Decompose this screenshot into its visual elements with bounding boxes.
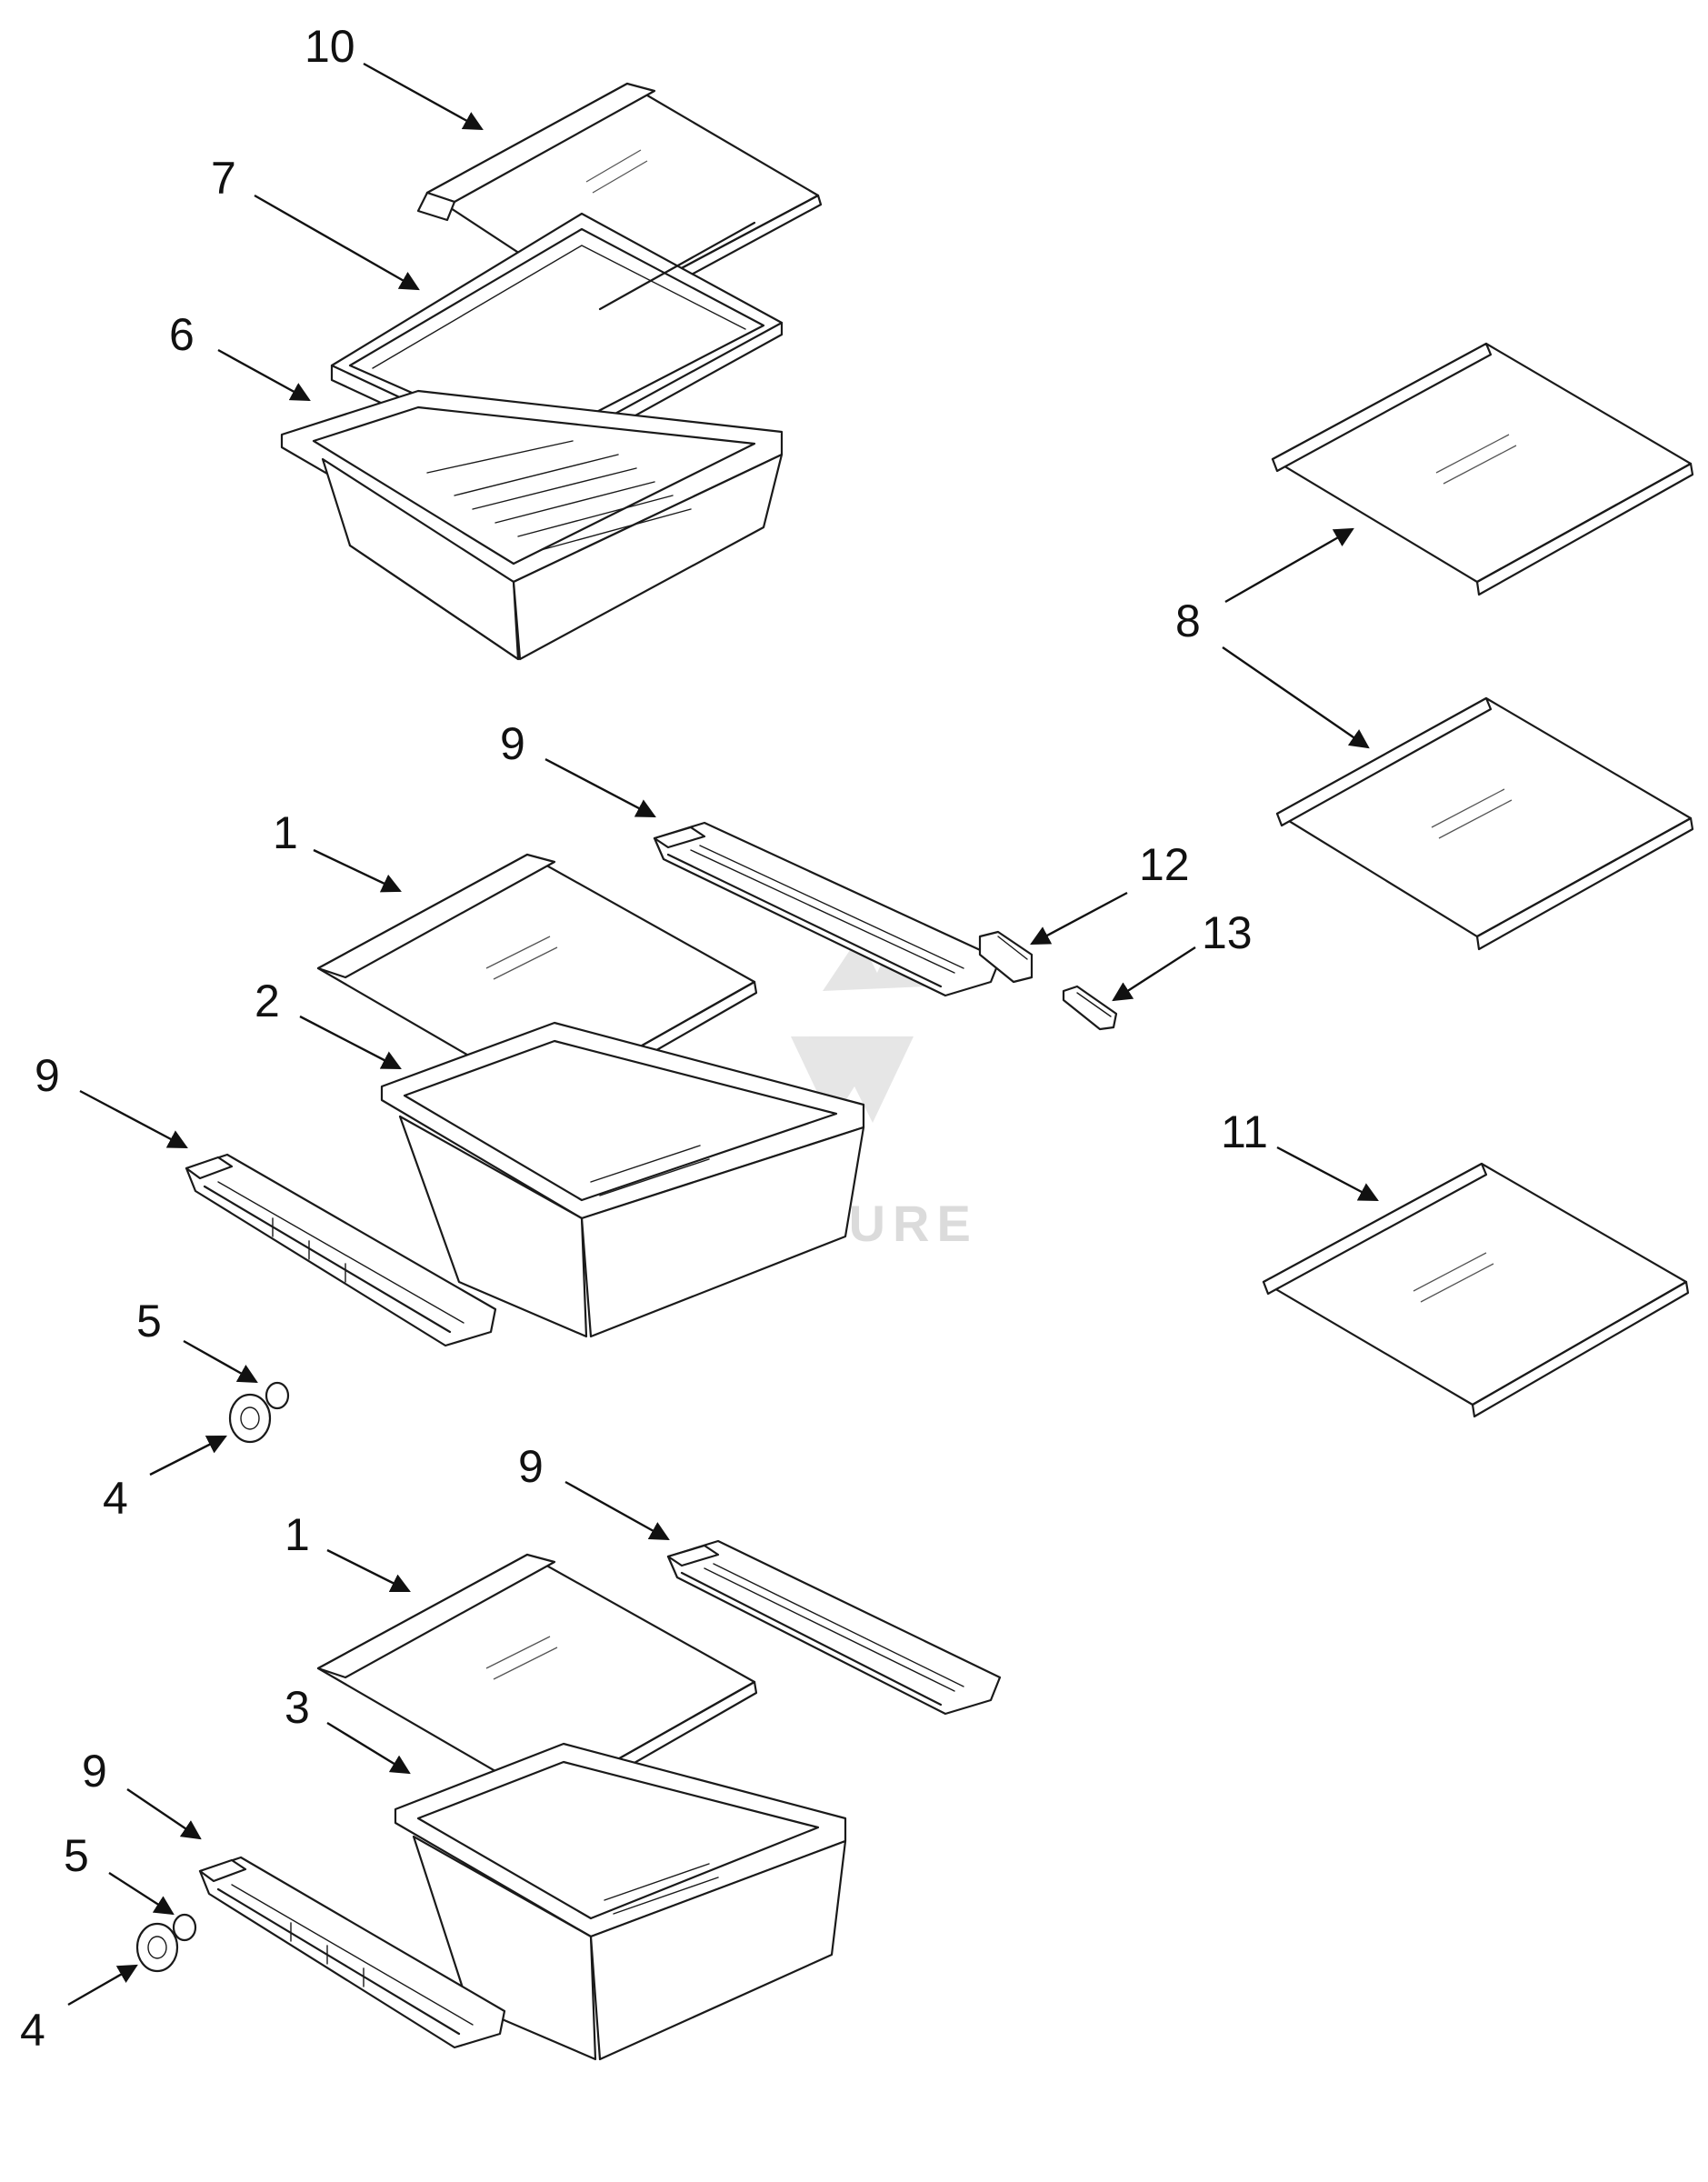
arrow-3 bbox=[326, 1721, 411, 1775]
callout-5: 5 bbox=[64, 1830, 89, 1881]
arrow-9-a bbox=[544, 757, 656, 818]
part-9-drawer-rail-left-upper bbox=[185, 1153, 497, 1347]
arrow-4-a bbox=[149, 1435, 227, 1476]
part-9-drawer-rail-lower-right bbox=[666, 1539, 1002, 1716]
callout-4: 4 bbox=[20, 2005, 45, 2056]
arrow-4-b bbox=[67, 1964, 138, 2007]
arrow-1-b bbox=[326, 1548, 411, 1593]
arrow-8-up bbox=[1224, 527, 1354, 604]
part-8-glass-shelf-upper bbox=[1271, 342, 1694, 596]
callout-3: 3 bbox=[285, 1682, 310, 1733]
arrow-12 bbox=[1030, 891, 1128, 946]
arrow-13 bbox=[1112, 946, 1196, 1002]
part-5-roller-axle-upper bbox=[265, 1381, 290, 1410]
callout-9: 9 bbox=[500, 718, 525, 769]
arrow-2 bbox=[299, 1015, 402, 1070]
part-8-glass-shelf-lower bbox=[1275, 696, 1694, 951]
callout-9: 9 bbox=[82, 1746, 107, 1797]
leader-arrows bbox=[67, 62, 1379, 2007]
callout-7: 7 bbox=[211, 153, 236, 204]
callout-9: 9 bbox=[518, 1441, 544, 1492]
part-4-roller-wheel-lower bbox=[135, 1922, 179, 1973]
callout-2: 2 bbox=[255, 976, 280, 1026]
arrow-9-b bbox=[79, 1089, 188, 1149]
callout-9: 9 bbox=[35, 1050, 60, 1101]
arrow-5-b bbox=[108, 1871, 175, 1916]
arrow-8-down bbox=[1222, 646, 1370, 749]
callout-1: 1 bbox=[285, 1509, 310, 1560]
arrow-11 bbox=[1276, 1146, 1379, 1202]
part-1-glass-cover-upper bbox=[316, 853, 758, 1115]
callout-1: 1 bbox=[273, 807, 298, 858]
part-4-roller-wheel-upper bbox=[228, 1393, 272, 1444]
part-11-glass-shelf bbox=[1262, 1162, 1690, 1418]
part-3-drawer-bin bbox=[394, 1742, 847, 2061]
callout-12: 12 bbox=[1139, 839, 1190, 890]
arrow-6 bbox=[217, 348, 311, 402]
callout-13: 13 bbox=[1202, 907, 1253, 958]
arrow-10 bbox=[363, 62, 484, 131]
callout-5: 5 bbox=[136, 1296, 162, 1346]
part-6-crisper-bin bbox=[280, 389, 784, 661]
arrow-9-d bbox=[126, 1788, 202, 1840]
part-13-rail-stop bbox=[1062, 985, 1118, 1031]
part-5-roller-axle-lower bbox=[172, 1913, 197, 1942]
arrow-7 bbox=[254, 194, 420, 291]
callout-4: 4 bbox=[103, 1473, 128, 1524]
arrow-5-a bbox=[183, 1339, 258, 1384]
part-2-drawer-bin bbox=[380, 1021, 865, 1338]
arrow-1-a bbox=[313, 848, 402, 893]
callout-11: 11 bbox=[1221, 1106, 1268, 1157]
part-9-drawer-rail-upper-right bbox=[653, 821, 1002, 997]
callout-10: 10 bbox=[305, 21, 355, 72]
part-9-drawer-rail-left-lower bbox=[198, 1856, 506, 2049]
callout-labels: 10 7 6 8 9 1 12 13 2 9 11 5 4 9 1 3 9 5 … bbox=[20, 21, 1268, 2056]
part-12-rail-clip bbox=[978, 930, 1034, 984]
arrow-9-c bbox=[564, 1480, 670, 1541]
callout-8: 8 bbox=[1175, 596, 1201, 646]
callout-6: 6 bbox=[169, 309, 195, 360]
